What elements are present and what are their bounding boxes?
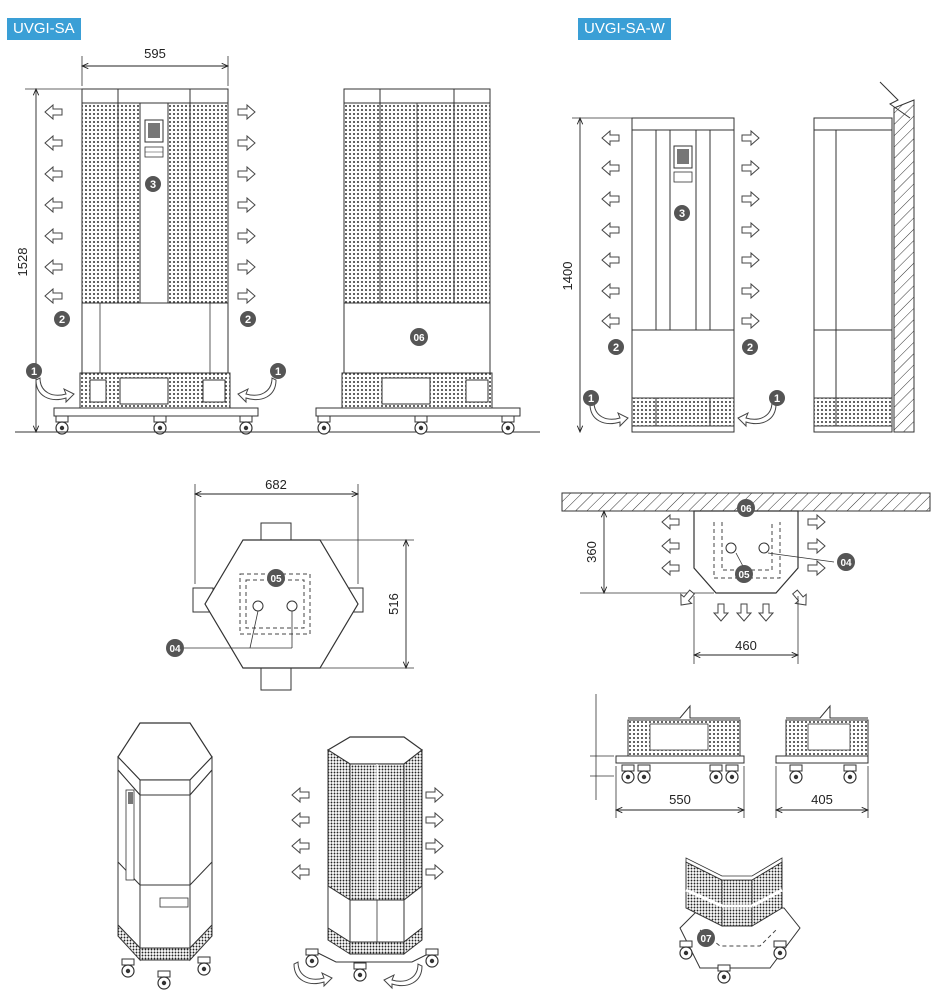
svg-text:3: 3 xyxy=(679,208,685,220)
svg-text:05: 05 xyxy=(270,574,282,585)
marker-1-right: 1 xyxy=(270,363,286,379)
marker-1-w-right: 1 xyxy=(769,390,785,406)
svg-text:2: 2 xyxy=(245,314,251,326)
dimension-550: 550 xyxy=(669,792,691,807)
airflow-arrow-icon xyxy=(44,104,63,120)
dimension-360: 360 xyxy=(584,541,599,563)
svg-text:04: 04 xyxy=(840,558,852,569)
base-detail-side: 405 xyxy=(776,704,868,818)
marker-2-w-left: 2 xyxy=(608,339,624,355)
uvgi-sa-w-plan-view: 360 460 06 05 04 xyxy=(561,492,931,664)
marker-3: 3 xyxy=(145,176,161,192)
svg-text:1: 1 xyxy=(588,393,594,405)
uvgi-sa-w-3d-corner: 07 xyxy=(679,857,801,984)
caster-wheel-icon xyxy=(153,415,167,435)
dimension-682: 682 xyxy=(265,477,287,492)
section-title-uvgi-sa: UVGI-SA xyxy=(7,18,81,40)
base-detail-front: 550 xyxy=(590,694,744,818)
svg-text:1: 1 xyxy=(275,366,281,378)
dimension-405: 405 xyxy=(811,792,833,807)
marker-06-rear: 06 xyxy=(410,328,428,346)
marker-06-plan: 06 xyxy=(737,499,755,517)
marker-3-w: 3 xyxy=(674,205,690,221)
section-title-uvgi-sa-w: UVGI-SA-W xyxy=(578,18,671,40)
uvgi-sa-3d-closed xyxy=(117,722,213,990)
svg-text:2: 2 xyxy=(747,342,753,354)
dimension-height-1528: 1528 xyxy=(15,248,30,277)
marker-07: 07 xyxy=(697,929,715,947)
marker-2-w-right: 2 xyxy=(742,339,758,355)
marker-04-footprint: 04 xyxy=(166,639,184,657)
dimension-460: 460 xyxy=(735,638,757,653)
svg-text:1: 1 xyxy=(31,366,37,378)
uvgi-sa-front-view: 595 1528 xyxy=(15,46,286,435)
uvgi-sa-rear-view: 06 xyxy=(315,88,521,435)
uvgi-sa-3d-airflow xyxy=(291,736,444,989)
uvgi-sa-w-side-view xyxy=(813,81,915,433)
svg-text:04: 04 xyxy=(169,644,181,655)
control-panel-icon xyxy=(669,129,697,331)
svg-text:1: 1 xyxy=(774,393,780,405)
dimension-height-1400: 1400 xyxy=(560,262,575,291)
marker-2-right: 2 xyxy=(240,311,256,327)
marker-1-left: 1 xyxy=(26,363,42,379)
control-panel-icon xyxy=(139,102,169,304)
uvgi-sa-w-front-view: 1400 xyxy=(560,118,785,432)
svg-text:06: 06 xyxy=(740,504,752,515)
marker-2-left: 2 xyxy=(54,311,70,327)
uvgi-sa-footprint: 682 516 05 04 xyxy=(166,477,414,691)
svg-text:06: 06 xyxy=(413,333,425,344)
marker-05-plan: 05 xyxy=(735,565,753,583)
dimension-width-595: 595 xyxy=(144,46,166,61)
svg-text:05: 05 xyxy=(738,570,750,581)
svg-text:3: 3 xyxy=(150,179,156,191)
svg-text:07: 07 xyxy=(700,934,712,945)
marker-04-plan: 04 xyxy=(837,553,855,571)
marker-1-w-left: 1 xyxy=(583,390,599,406)
wall-hatch xyxy=(893,99,915,433)
caster-wheel-icon xyxy=(239,415,253,435)
caster-wheel-icon xyxy=(55,415,69,435)
svg-text:2: 2 xyxy=(613,342,619,354)
dimension-516: 516 xyxy=(386,593,401,615)
marker-05-footprint: 05 xyxy=(267,569,285,587)
svg-text:2: 2 xyxy=(59,314,65,326)
